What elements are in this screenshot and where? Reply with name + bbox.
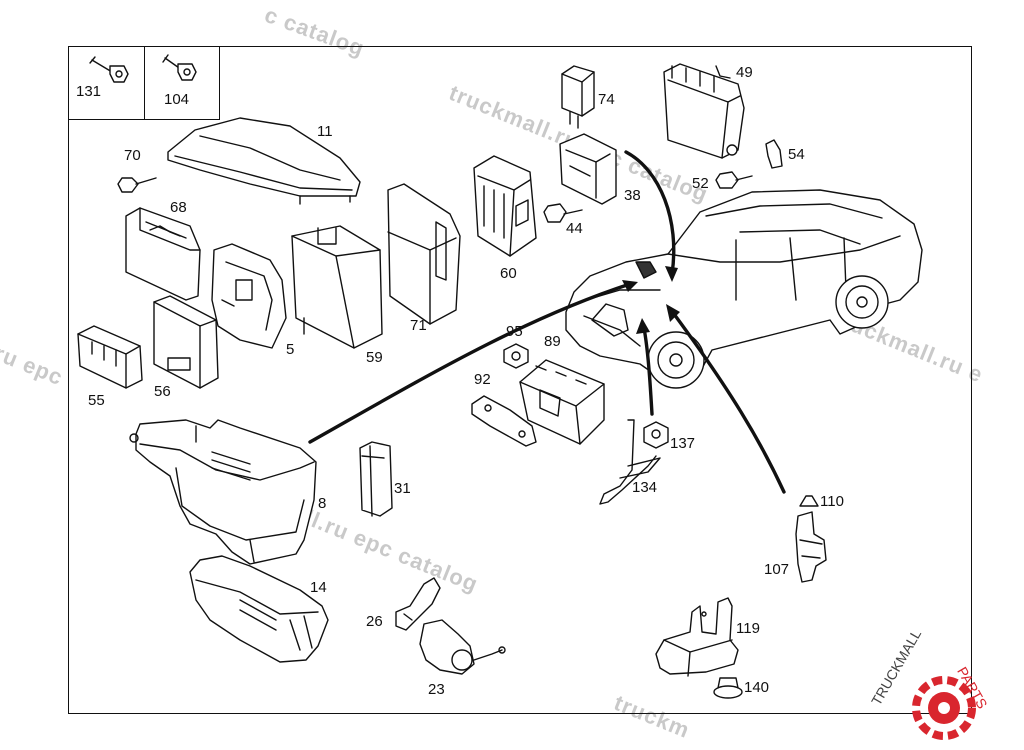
truckmall-logo-icon [912, 676, 976, 740]
bracket-5-icon [211, 243, 287, 349]
fuse-box-housing-8-icon [129, 419, 317, 565]
part-label: 23 [428, 681, 445, 698]
part-label: 137 [670, 435, 696, 452]
lower-box-14-icon [189, 555, 329, 663]
part-label: 71 [410, 317, 427, 334]
part-label: 110 [820, 493, 844, 510]
switch-107-icon [795, 511, 827, 583]
part-label: 8 [318, 495, 327, 512]
part-label: 60 [500, 265, 517, 282]
cap-110-icon [799, 495, 819, 507]
grommet-140-icon [713, 677, 743, 699]
bracket-119-icon [655, 597, 739, 677]
cover-31-icon [359, 441, 393, 517]
part-label: 70 [124, 147, 141, 164]
nut-137-icon [643, 421, 669, 449]
screw-44-icon [543, 203, 583, 223]
part-label: 134 [632, 479, 658, 496]
holder-38-icon [559, 133, 617, 205]
part-label: 44 [566, 220, 583, 237]
plate-92-icon [471, 395, 537, 447]
part-label: 38 [624, 187, 641, 204]
module-56-icon [153, 295, 219, 389]
part-label: 31 [394, 480, 411, 497]
control-module-68-icon [125, 207, 201, 301]
screw-131-icon [89, 56, 129, 83]
screw-70-icon [117, 177, 157, 193]
part-label: 54 [788, 146, 805, 163]
relay-box-59-icon [291, 225, 383, 349]
nut-95-icon [503, 343, 529, 369]
leader-lines [308, 150, 786, 494]
diagram-frame [68, 46, 972, 714]
part-label: 52 [692, 175, 709, 192]
screw-104-icon [162, 54, 197, 81]
part-label: 11 [317, 123, 333, 140]
inset-divider [144, 46, 145, 120]
ecu-60-icon [473, 155, 537, 257]
part-label: 92 [474, 371, 491, 388]
fuse-box-cover-11-icon [167, 117, 361, 205]
part-label: 56 [154, 383, 171, 400]
part-label: 5 [286, 341, 295, 358]
part-label: 140 [744, 679, 770, 696]
part-label: 119 [736, 620, 760, 637]
part-label: 26 [366, 613, 383, 630]
part-label: 95 [506, 323, 523, 340]
part-label: 49 [736, 64, 753, 81]
part-label: 55 [88, 392, 105, 409]
relay-74-icon [561, 65, 595, 129]
relay-55-icon [77, 325, 143, 389]
part-label: 131 [76, 83, 102, 100]
part-label: 59 [366, 349, 383, 366]
clip-54-icon [765, 139, 783, 169]
arrow-heads [622, 266, 680, 334]
control-unit-71-icon [387, 183, 461, 325]
part-label: 107 [764, 561, 790, 578]
part-label: 14 [310, 579, 327, 596]
part-label: 74 [598, 91, 615, 108]
car-outline-icon [565, 189, 923, 389]
part-label: 104 [164, 91, 190, 108]
module-49-icon [663, 63, 745, 159]
screw-52-icon [715, 171, 753, 189]
bracket-134-icon [599, 419, 661, 505]
control-unit-89-icon [519, 359, 605, 445]
pump-23-icon [419, 619, 506, 675]
part-label: 68 [170, 199, 187, 216]
bracket-26-icon [395, 577, 441, 631]
part-label: 89 [544, 333, 561, 350]
